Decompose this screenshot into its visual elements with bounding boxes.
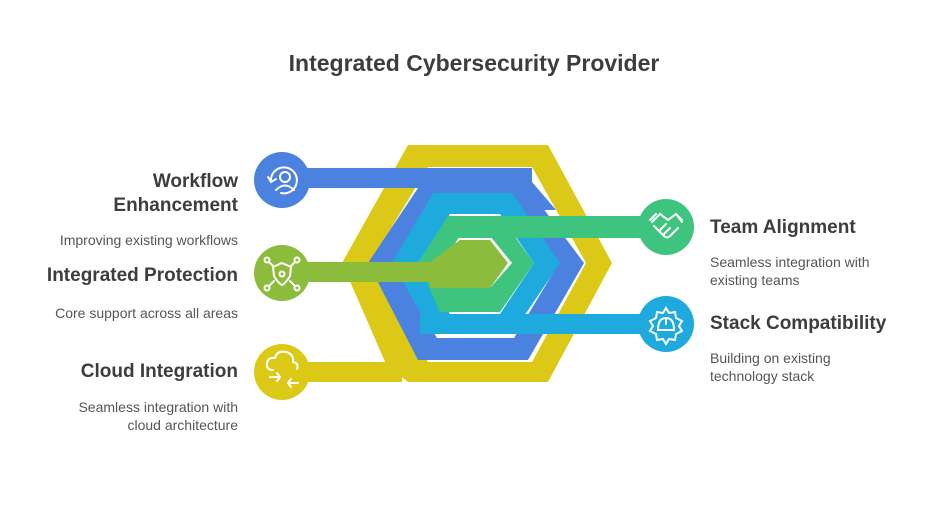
gear-helmet-icon <box>648 306 684 346</box>
protection-title: Integrated Protection <box>46 265 238 286</box>
connector-team <box>448 216 664 238</box>
connector-workflow <box>282 168 532 188</box>
workflow-description: Improving existing workflows <box>59 232 238 248</box>
cloud-sync-icon <box>265 350 299 388</box>
node-protection[interactable] <box>254 245 310 301</box>
stack-description: Building on existing technology stack <box>710 350 831 384</box>
connector-workflow-join <box>510 168 556 210</box>
connector-cloud <box>282 362 402 382</box>
team-description: Seamless integration with existing teams <box>710 254 870 288</box>
cloud-description: Seamless integration with cloud architec… <box>78 399 238 433</box>
node-team[interactable] <box>638 199 694 255</box>
user-refresh-icon <box>267 166 298 195</box>
connector-stack <box>420 314 664 334</box>
protection-description: Core support across all areas <box>55 305 238 321</box>
workflow-title: Workflow Enhancement <box>113 171 238 216</box>
stack-title: Stack Compatibility <box>710 313 887 334</box>
handshake-icon <box>649 212 683 239</box>
connector-protection <box>282 262 462 282</box>
shield-network-icon <box>263 256 301 292</box>
node-cloud[interactable] <box>254 344 310 400</box>
team-title: Team Alignment <box>710 217 856 238</box>
cloud-title: Cloud Integration <box>80 361 238 382</box>
diagram-title: Integrated Cybersecurity Provider <box>288 50 660 76</box>
